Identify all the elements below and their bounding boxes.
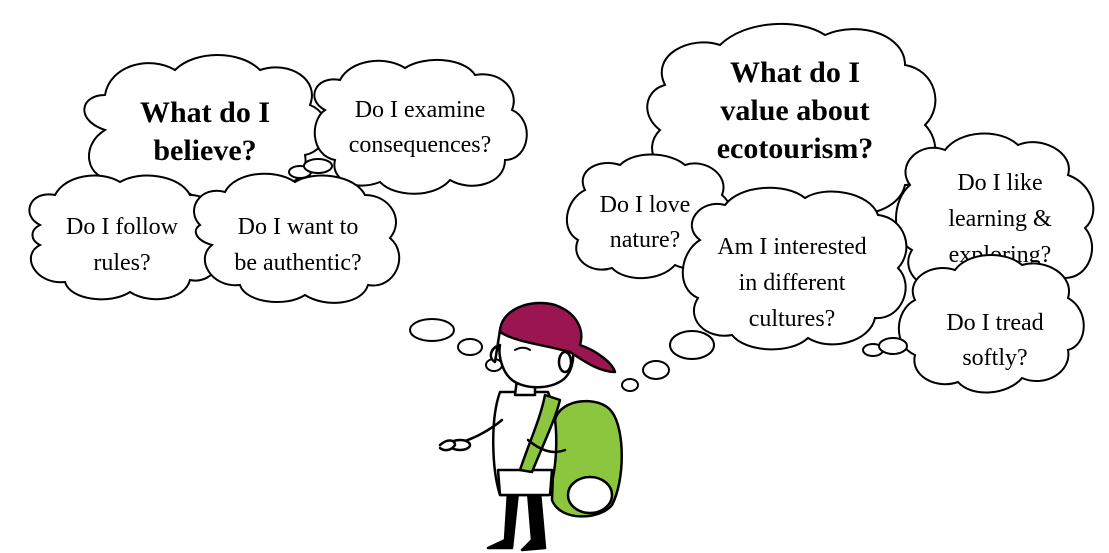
backpack-strap bbox=[518, 393, 562, 474]
thought-bubble bbox=[409, 318, 455, 342]
cultures-line1: Am I interested bbox=[717, 234, 866, 260]
cap-icon bbox=[498, 301, 617, 374]
cloud-interested-cultures: Am I interested in different cultures? bbox=[681, 186, 908, 351]
rules-line2: rules? bbox=[93, 250, 150, 276]
cloud-examine-consequences: Do I examine consequences? bbox=[313, 58, 528, 195]
authentic-line2: be authentic? bbox=[234, 250, 361, 276]
nature-line1: Do I love bbox=[600, 192, 691, 218]
cloud-follow-rules: Do I follow rules? bbox=[28, 174, 221, 301]
learning-line2: learning & bbox=[948, 206, 1052, 232]
thought-bubble bbox=[303, 158, 333, 174]
cloud-value-ecotourism: What do I value about ecotourism? bbox=[646, 22, 937, 225]
value-line1: What do I bbox=[730, 56, 860, 89]
cultures-line2: in different bbox=[739, 270, 846, 296]
cloud-want-authentic: Do I want to be authentic? bbox=[193, 172, 401, 304]
cloud-what-do-i-believe: What do I believe? bbox=[83, 54, 328, 202]
cloud-learning-exploring: Do I like learning & exploring? bbox=[895, 132, 1095, 305]
cultures-line3: cultures? bbox=[749, 306, 836, 332]
thought-bubble bbox=[669, 330, 715, 360]
consequences-line1: Do I examine bbox=[355, 97, 486, 123]
value-line2: value about bbox=[720, 94, 869, 127]
nature-line2: nature? bbox=[610, 227, 681, 253]
softly-line2: softly? bbox=[962, 345, 1027, 371]
backpack-roll bbox=[566, 475, 614, 515]
believe-line1: What do I bbox=[140, 96, 270, 129]
rules-line1: Do I follow bbox=[66, 214, 179, 240]
softly-line1: Do I tread bbox=[946, 310, 1043, 336]
thought-bubble bbox=[878, 337, 908, 355]
value-line3: ecotourism? bbox=[717, 132, 874, 165]
cloud-tread-softly: Do I tread softly? bbox=[897, 254, 1085, 394]
thought-bubble bbox=[621, 378, 639, 392]
thought-bubble bbox=[642, 360, 670, 380]
hiker-illustration bbox=[438, 301, 623, 552]
cloud-love-nature: Do I love nature? bbox=[565, 153, 733, 280]
learning-line1: Do I like bbox=[957, 170, 1042, 196]
authentic-line1: Do I want to bbox=[238, 214, 359, 240]
consequences-line2: consequences? bbox=[349, 132, 492, 158]
believe-line2: believe? bbox=[153, 134, 256, 167]
thought-bubble bbox=[457, 338, 483, 356]
